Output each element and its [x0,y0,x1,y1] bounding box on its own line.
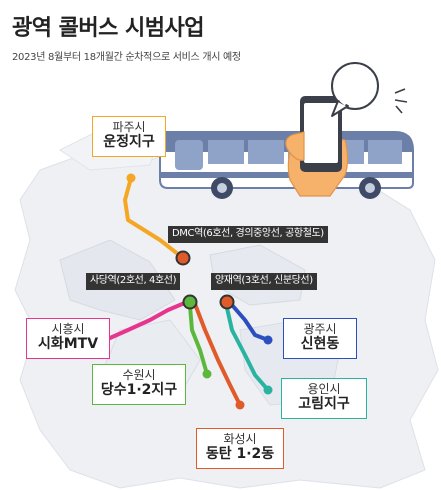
route-gwangju [230,303,270,342]
deco-sparks [394,88,408,114]
route-suwon [188,304,209,376]
station-label-yangjae: 양재역(3호선, 신분당선) [211,273,317,290]
destination-gwangju-region: 광주시 [303,322,337,336]
page-title: 광역 콜버스 시범사업 [12,16,204,41]
speech-bubble-icon [331,62,379,117]
route-siheung [108,300,189,340]
route-suwon-endpoint [202,369,212,379]
destination-yongin: 용인시 고림지구 [281,378,367,419]
destination-suwon-region: 수원시 [122,368,156,382]
destination-paju-area: 운정지구 [103,134,155,150]
destination-yongin-region: 용인시 [307,382,341,396]
destination-siheung: 시흥시 시화MTV [26,318,110,359]
destination-paju: 파주시 운정지구 [92,116,166,157]
destination-yongin-area: 고림지구 [298,396,350,412]
route-gwangju-endpoint [263,335,273,345]
station-marker-sadang [182,294,198,310]
route-paju [123,176,185,260]
destination-siheung-region: 시흥시 [51,322,85,336]
destination-suwon: 수원시 당수1·2지구 [92,364,186,405]
station-marker-dmc [175,250,191,266]
destination-hwaseong-area: 동탄 1·2동 [205,446,275,462]
destination-gwangju: 광주시 신현동 [283,318,357,359]
destination-suwon-area: 당수1·2지구 [100,382,178,398]
destination-hwaseong-region: 화성시 [223,432,257,446]
station-label-sadang: 사당역(2호선, 4호선) [86,273,181,290]
destination-siheung-area: 시화MTV [37,336,99,352]
thumb-icon [285,131,305,161]
page-subtitle: 2023년 8월부터 18개월간 순차적으로 서비스 개시 예정 [12,52,241,63]
station-marker-yangjae [219,294,235,310]
route-yongin-endpoint [263,385,273,395]
station-label-dmc: DMC역(6호선, 경의중앙선, 공항철도) [168,226,328,243]
route-yongin [225,306,270,392]
destination-paju-region: 파주시 [112,120,146,134]
destination-hwaseong: 화성시 동탄 1·2동 [196,428,284,469]
route-paju-endpoint [126,173,136,183]
route-hwaseong [193,302,242,407]
destination-gwangju-area: 신현동 [300,336,340,352]
route-hwaseong-endpoint [235,400,245,410]
